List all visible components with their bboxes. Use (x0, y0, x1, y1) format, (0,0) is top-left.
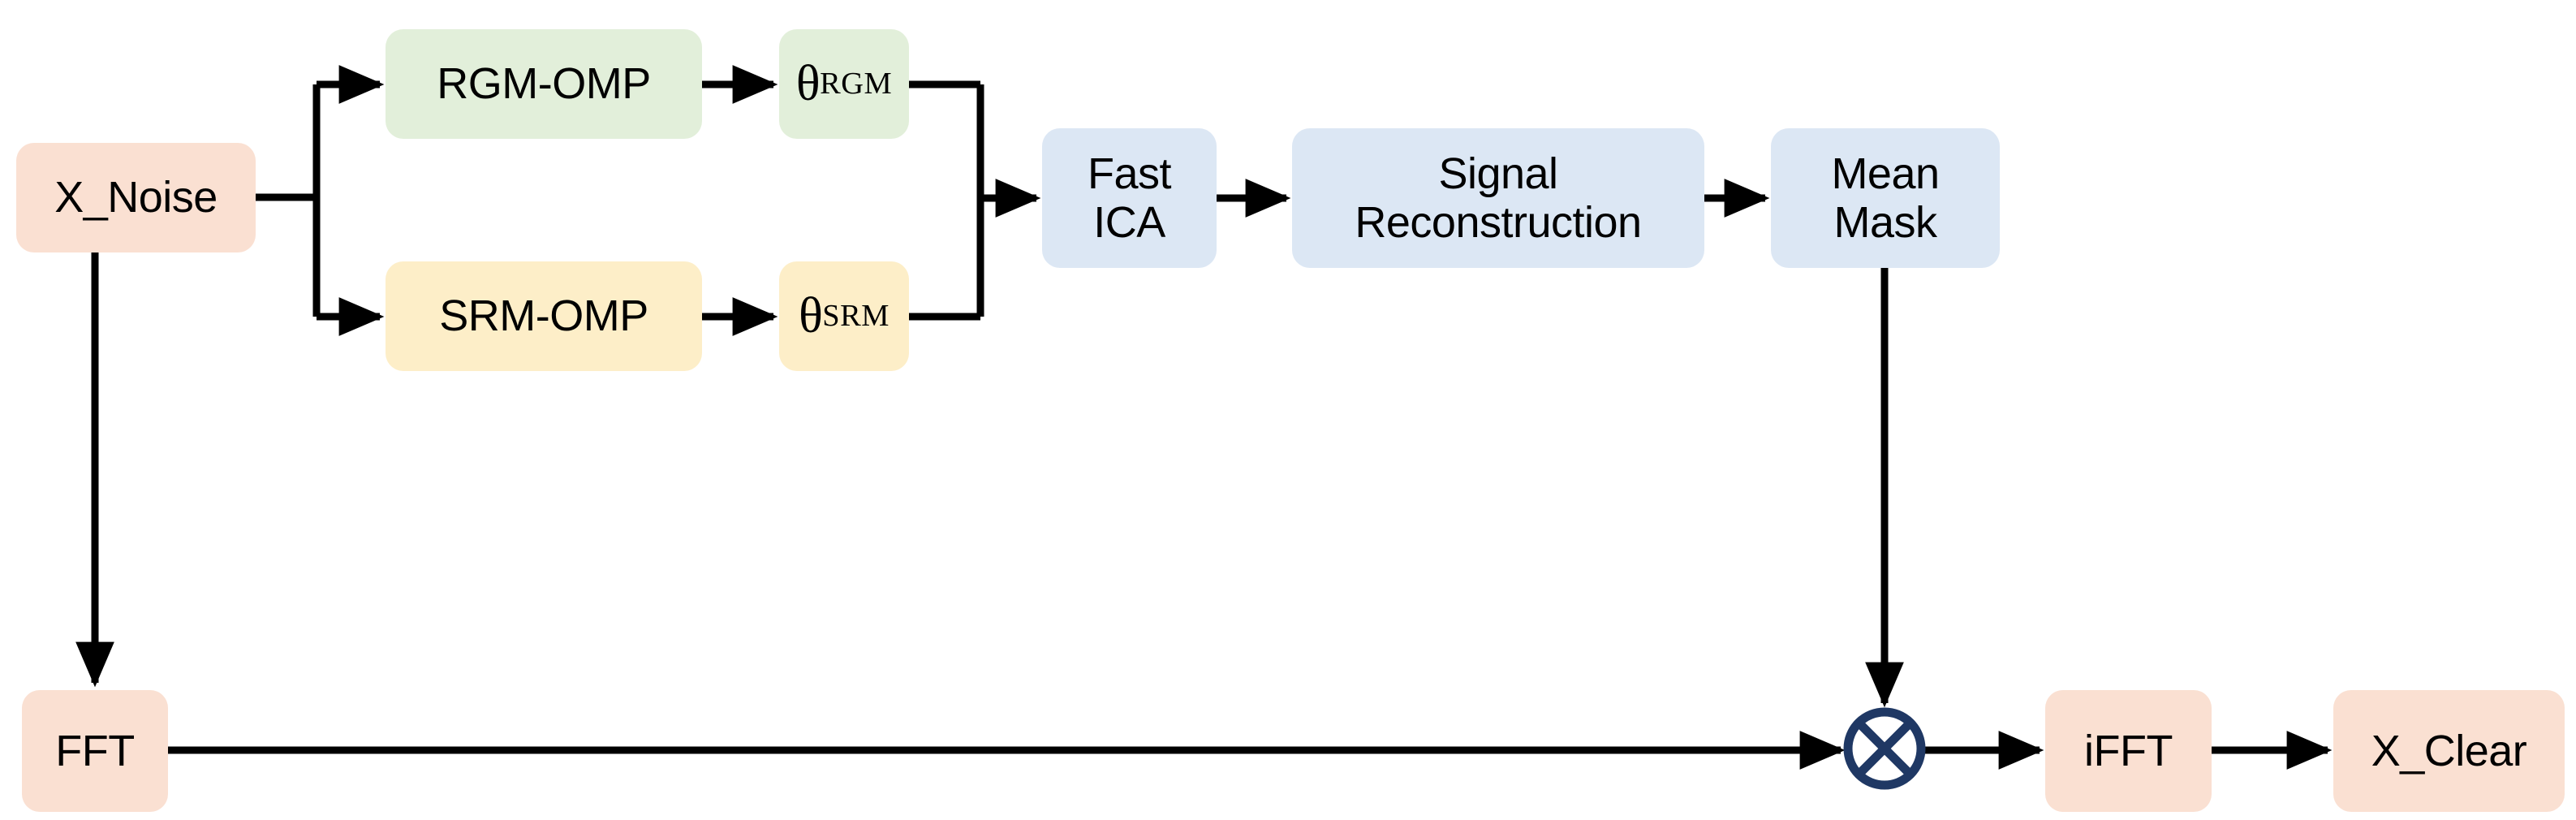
node-mean-mask[interactable]: Mean Mask (1771, 128, 2000, 268)
node-fft-label: FFT (55, 726, 135, 775)
node-theta-srm-symbol: θ (799, 287, 823, 343)
node-srm-omp[interactable]: SRM-OMP (386, 261, 702, 371)
node-fast-ica[interactable]: Fast ICA (1042, 128, 1217, 268)
node-theta-srm-subscript: SRM (822, 298, 890, 333)
node-x-clear[interactable]: X_Clear (2333, 690, 2565, 812)
node-signal-reconstruction[interactable]: Signal Reconstruction (1292, 128, 1704, 268)
node-mean-mask-label: Mean Mask (1831, 149, 1940, 247)
node-x-noise-label: X_Noise (54, 173, 218, 222)
node-rgm-omp-label: RGM-OMP (437, 59, 651, 109)
node-signal-reconstruction-label: Signal Reconstruction (1355, 149, 1642, 247)
node-theta-rgm-symbol: θ (795, 55, 821, 111)
node-rgm-omp[interactable]: RGM-OMP (386, 29, 702, 139)
node-x-clear-label: X_Clear (2371, 726, 2527, 775)
node-theta-rgm-subscript: RGM (820, 66, 893, 101)
node-fast-ica-label: Fast ICA (1087, 149, 1172, 247)
node-x-noise[interactable]: X_Noise (16, 143, 256, 252)
node-fft[interactable]: FFT (22, 690, 168, 812)
node-ifft[interactable]: iFFT (2045, 690, 2212, 812)
multiply-operator-icon (1843, 707, 1926, 790)
node-ifft-label: iFFT (2084, 726, 2173, 775)
node-srm-omp-label: SRM-OMP (439, 291, 648, 341)
